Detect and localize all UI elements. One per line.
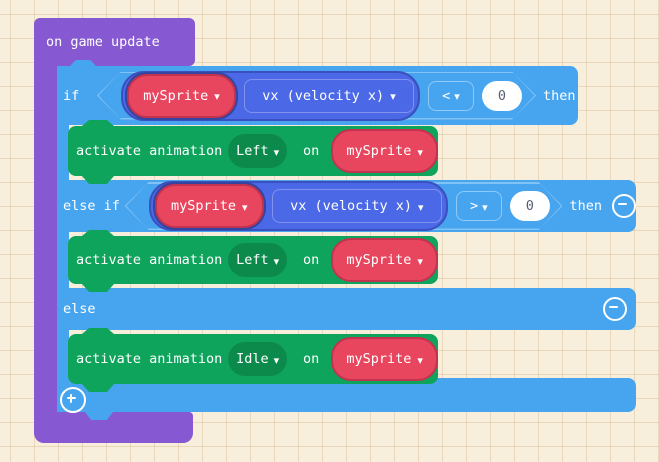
animation-dropdown[interactable]: Left ▾ — [228, 134, 288, 168]
dropdown-arrow-icon: ▾ — [214, 90, 220, 103]
dropdown-arrow-icon: ▾ — [417, 254, 423, 268]
animation-dropdown-label: Idle — [236, 351, 269, 367]
operator-dropdown[interactable]: < ▾ — [428, 80, 474, 111]
dropdown-arrow-icon: ▾ — [482, 200, 488, 214]
activate-animation-block[interactable]: activate animation Idle ▾ on mySprite ▾ — [68, 328, 438, 392]
number-input[interactable]: 0 — [509, 191, 550, 221]
sprite-dropdown[interactable]: mySprite ▾ — [331, 337, 438, 381]
on-game-update-block[interactable]: on game update — [34, 18, 195, 66]
collapse-branch-icon[interactable] — [603, 297, 627, 321]
connector-notch — [82, 120, 114, 126]
activate-animation-block[interactable]: activate animation Left ▾ on mySprite ▾ — [68, 120, 438, 184]
connector-notch — [70, 60, 96, 66]
animation-dropdown[interactable]: Left ▾ — [228, 243, 288, 277]
on-game-update-spine — [34, 60, 57, 412]
operator-dropdown[interactable]: > ▾ — [455, 191, 502, 221]
on-game-update-foot — [34, 412, 193, 443]
collapse-branch-icon[interactable] — [612, 194, 636, 218]
dropdown-arrow-icon: ▾ — [417, 353, 423, 367]
if-label: if — [63, 87, 80, 104]
sprite-dropdown[interactable]: mySprite ▾ — [331, 238, 438, 282]
dropdown-arrow-icon: ▾ — [417, 200, 424, 214]
sprite-dropdown-label: mySprite — [346, 252, 412, 268]
event-block-label: on game update — [46, 34, 160, 50]
dropdown-arrow-icon: ▾ — [390, 90, 396, 103]
number-value: 0 — [525, 198, 534, 214]
dropdown-arrow-icon: ▾ — [417, 145, 423, 159]
sprite-dropdown[interactable]: mySprite ▾ — [331, 129, 438, 173]
then-label: then — [569, 198, 602, 214]
property-dropdown-label: vx (velocity x) — [290, 198, 412, 214]
sprite-dropdown-label: mySprite — [346, 143, 412, 159]
dropdown-arrow-icon: ▾ — [454, 90, 460, 103]
animation-dropdown-label: Left — [236, 143, 269, 159]
sprite-dropdown[interactable]: mySprite ▾ — [154, 184, 264, 228]
if-row[interactable]: if mySprite ▾ vx (velocity x) ▾ < ▾ 0 — [57, 60, 578, 125]
statement-label: activate animation — [76, 143, 223, 159]
add-branch-icon[interactable] — [60, 387, 86, 413]
dropdown-arrow-icon: ▾ — [273, 353, 280, 367]
on-label: on — [303, 252, 320, 268]
sprite-dropdown[interactable]: mySprite ▾ — [127, 73, 236, 118]
on-label: on — [303, 143, 320, 159]
else-if-row[interactable]: else if mySprite ▾ vx (velocity x) ▾ > ▾… — [57, 180, 636, 232]
sprite-dropdown-label: mySprite — [346, 351, 412, 367]
sprite-dropdown-label: mySprite — [171, 198, 237, 214]
animation-dropdown-label: Left — [236, 252, 269, 268]
dropdown-arrow-icon: ▾ — [273, 145, 280, 159]
property-dropdown[interactable]: vx (velocity x) ▾ — [244, 78, 414, 113]
sprite-dropdown-label: mySprite — [143, 87, 209, 104]
sprite-property-block[interactable]: mySprite ▾ vx (velocity x) ▾ — [148, 181, 448, 231]
connector-tab — [82, 176, 114, 184]
else-row[interactable]: else — [57, 288, 636, 330]
dropdown-arrow-icon: ▾ — [273, 254, 280, 268]
then-label: then — [543, 87, 576, 104]
on-label: on — [303, 351, 320, 367]
connector-notch — [82, 328, 114, 334]
connector-tab — [82, 384, 114, 392]
operator-label: < — [442, 87, 451, 104]
dropdown-arrow-icon: ▾ — [242, 200, 248, 214]
number-input[interactable]: 0 — [482, 80, 522, 111]
condition-hexagon: mySprite ▾ vx (velocity x) ▾ > ▾ 0 — [125, 181, 563, 231]
operator-label: > — [469, 198, 479, 214]
statement-label: activate animation — [76, 252, 223, 268]
sprite-property-block[interactable]: mySprite ▾ vx (velocity x) ▾ — [121, 70, 420, 121]
number-value: 0 — [497, 87, 507, 104]
else-label: else — [63, 301, 96, 317]
connector-tab — [82, 284, 114, 292]
connector-tab — [85, 412, 113, 420]
else-if-label: else if — [63, 198, 120, 214]
animation-dropdown[interactable]: Idle ▾ — [228, 342, 288, 376]
condition-hexagon: mySprite ▾ vx (velocity x) ▾ < ▾ 0 — [97, 70, 536, 121]
property-dropdown[interactable]: vx (velocity x) ▾ — [271, 189, 442, 223]
statement-label: activate animation — [76, 351, 223, 367]
activate-animation-block[interactable]: activate animation Left ▾ on mySprite ▾ — [68, 230, 438, 292]
connector-notch — [82, 230, 114, 236]
property-dropdown-label: vx (velocity x) — [262, 87, 385, 104]
